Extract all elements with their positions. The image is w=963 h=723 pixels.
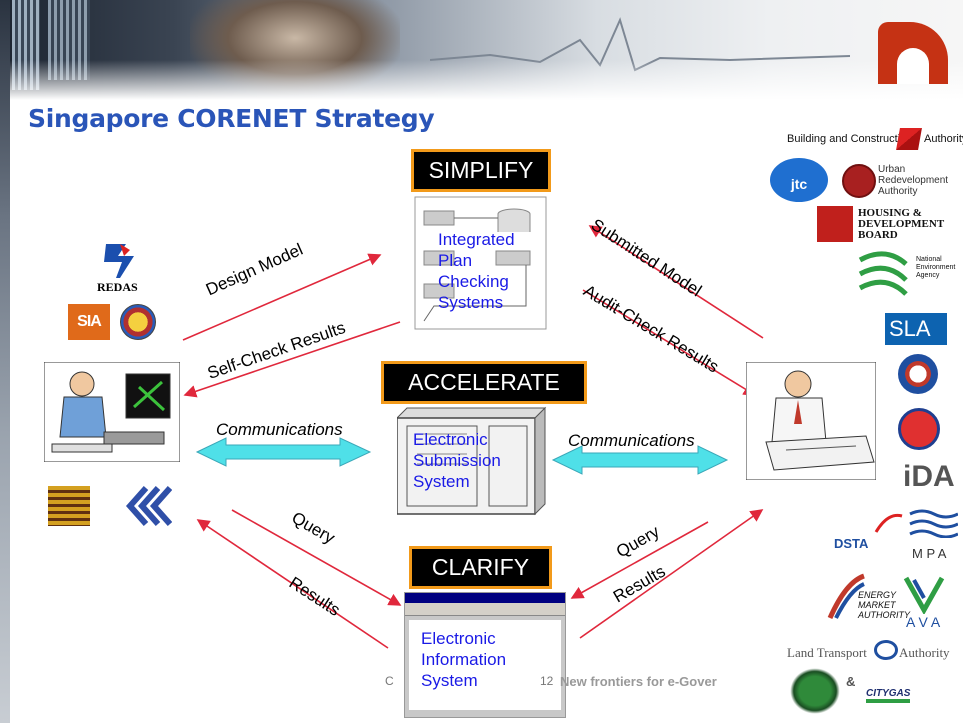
arrow-results-left xyxy=(196,519,389,649)
label-communications-right: Communications xyxy=(568,431,695,450)
ura-line: Redevelopment xyxy=(878,175,949,186)
jtc-logo: jtc xyxy=(770,158,828,202)
ura-line: Urban xyxy=(878,164,906,175)
official-at-desk-illustration xyxy=(746,362,876,480)
footer-page-number: 12 xyxy=(540,674,554,688)
ura-logo xyxy=(842,164,876,198)
nus-logo-cutout xyxy=(897,48,929,84)
ida-logo: iDA xyxy=(903,460,955,493)
nea-line: Agency xyxy=(916,272,940,279)
lta-right-label: Authority xyxy=(899,645,950,660)
left-edge-bar xyxy=(0,0,10,723)
bca-logo xyxy=(896,128,922,150)
ava-logo-icon xyxy=(903,576,945,614)
footer-ampersand: & xyxy=(846,674,856,689)
ura-line: Authority xyxy=(878,186,918,197)
plan-checking-line: Checking xyxy=(438,272,509,291)
hdb-line: HOUSING & xyxy=(858,207,922,219)
arrow-self-check xyxy=(183,321,401,398)
contractor-logo xyxy=(48,486,90,526)
information-line: Information xyxy=(421,650,507,669)
information-line: Electronic xyxy=(421,629,496,648)
hdb-logo xyxy=(817,206,853,242)
window-toolbar xyxy=(405,603,565,616)
hdb-label: HOUSING & DEVELOPMENT BOARD xyxy=(858,208,944,241)
submission-line: Submission xyxy=(413,451,501,470)
plan-checking-label: Integrated Plan Checking Systems xyxy=(438,229,515,313)
information-system-label: Electronic Information System xyxy=(421,628,506,691)
bca-left-label: Building and Construction xyxy=(787,133,913,145)
scdf-logo xyxy=(898,354,938,394)
sia-logo: SIA xyxy=(68,304,110,340)
submission-system-label: Electronic Submission System xyxy=(413,429,501,492)
hdb-line: BOARD xyxy=(858,229,898,241)
banner-fade xyxy=(0,60,963,100)
nea-line: National xyxy=(916,256,942,263)
pub-logo xyxy=(898,408,940,450)
stage-simplify: SIMPLIFY xyxy=(411,149,551,192)
lta-left-label: Land Transport xyxy=(787,645,867,660)
bca-right-label: Authority xyxy=(924,133,963,145)
citygas-logo: CITYGAS xyxy=(866,688,911,703)
mpa-logo: M P A xyxy=(912,546,947,561)
plan-checking-diagram xyxy=(414,196,547,330)
dsta-swoosh-icon xyxy=(874,513,903,533)
nparks-logo xyxy=(790,668,840,714)
lta-logo xyxy=(874,640,898,660)
ema-line: AUTHORITY xyxy=(858,610,911,620)
ema-label: ENERGY MARKET AUTHORITY xyxy=(858,590,910,620)
plan-checking-line: Integrated xyxy=(438,230,515,249)
submission-line: System xyxy=(413,472,470,491)
arrow-audit-check xyxy=(582,289,757,396)
footer-tagline: New frontiers for e-Gover xyxy=(560,674,717,689)
information-system-screenshot xyxy=(404,592,566,718)
redas-logo xyxy=(104,244,134,278)
double-arrow-left xyxy=(195,437,372,467)
nea-logo xyxy=(858,251,908,296)
page-title: Singapore CORENET Strategy xyxy=(28,104,435,133)
ema-line: ENERGY xyxy=(858,590,897,600)
chevron-logo xyxy=(125,486,172,526)
institution-seal-logo xyxy=(120,304,156,340)
sla-logo: SLA xyxy=(885,313,947,345)
server-cabinet xyxy=(397,406,547,516)
arrow-results-right xyxy=(579,509,764,639)
stage-clarify: CLARIFY xyxy=(409,546,552,589)
ava-logo: A V A xyxy=(906,614,941,630)
mpa-waves-icon xyxy=(909,509,958,538)
nea-line: Environment xyxy=(916,264,956,271)
banner-signal-graphic xyxy=(430,17,850,72)
arrow-query-right xyxy=(570,521,709,599)
plan-checking-line: Plan xyxy=(438,251,473,270)
ema-line: MARKET xyxy=(858,600,896,610)
plan-checking-line: Systems xyxy=(438,293,504,312)
nea-label: National Environment Agency xyxy=(916,256,955,280)
footer-copyright: C xyxy=(385,674,394,688)
double-arrow-right xyxy=(551,445,729,475)
submission-line: Electronic xyxy=(413,430,488,449)
label-communications-left: Communications xyxy=(216,420,343,439)
designer-at-computer-illustration xyxy=(44,362,180,462)
window-content xyxy=(409,620,561,710)
arrow-design-model xyxy=(182,253,382,341)
information-line: System xyxy=(421,671,478,690)
stage-accelerate: ACCELERATE xyxy=(381,361,587,404)
ura-label: Urban Redevelopment Authority xyxy=(878,164,948,197)
ema-swoosh-icon xyxy=(827,573,865,620)
hdb-line: DEVELOPMENT xyxy=(858,218,945,230)
redas-label: REDAS xyxy=(97,280,138,294)
dsta-logo: DSTA xyxy=(834,536,869,551)
arrow-submitted-model xyxy=(588,225,764,339)
window-titlebar xyxy=(405,593,565,603)
arrow-query-left xyxy=(231,509,402,606)
